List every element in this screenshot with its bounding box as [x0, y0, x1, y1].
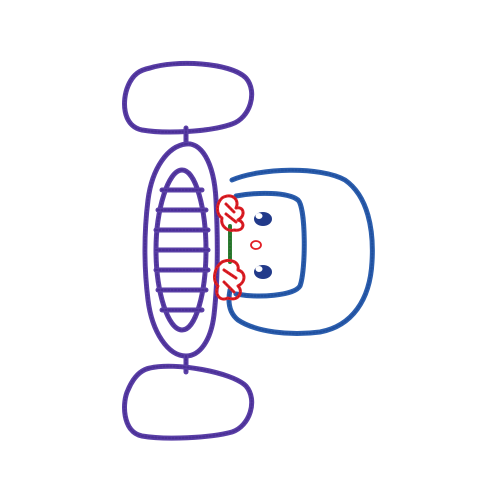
bottom-pad-icon [122, 363, 255, 441]
drum-icon [142, 141, 220, 359]
cheek-icon [250, 240, 262, 250]
ruffle-top-icon [216, 194, 245, 232]
ruffle-bottom-icon [213, 258, 246, 301]
top-pad-icon [122, 60, 255, 135]
eye-top-icon [254, 212, 272, 226]
head-icon [226, 167, 375, 336]
eye-bottom-icon [254, 265, 272, 279]
